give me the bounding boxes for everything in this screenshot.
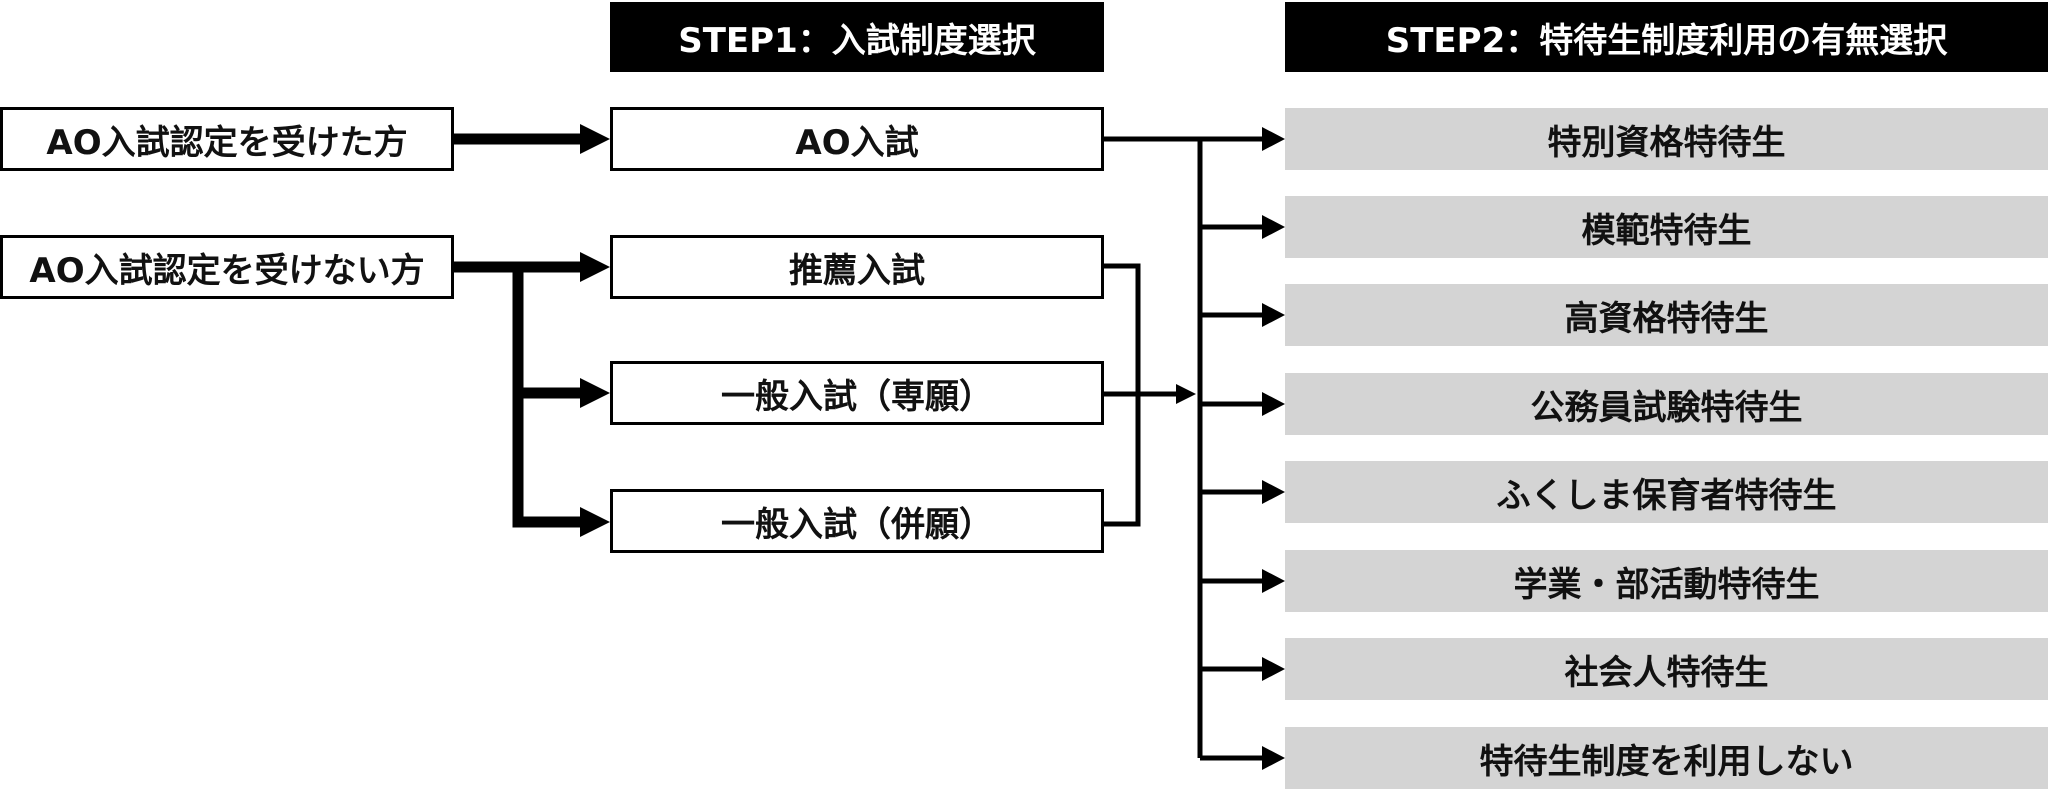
step1-header: STEP1：入試制度選択 — [610, 2, 1104, 72]
option-high-qualification: 高資格特待生 — [1285, 284, 2048, 346]
option-model-student: 模範特待生 — [1285, 196, 2048, 258]
arrowhead-ao — [580, 124, 610, 154]
arrowhead-bracket — [1176, 384, 1196, 404]
option-no-scholarship: 特待生制度を利用しない — [1285, 727, 2048, 789]
step2-header: STEP2：特待生制度利用の有無選択 — [1285, 2, 2048, 72]
arrowhead-recommendation — [580, 252, 610, 282]
option-fukushima-childcare: ふくしま保育者特待生 — [1285, 461, 2048, 523]
branch-non-certified — [512, 267, 580, 528]
trunk-line — [1104, 136, 1203, 758]
exam-general-exclusive: 一般入試（専願） — [610, 361, 1104, 425]
option-academic-club: 学業・部活動特待生 — [1285, 550, 2048, 612]
arrowhead-general-concurrent — [580, 507, 610, 537]
arrowhead-general-exclusive — [580, 378, 610, 408]
exam-general-concurrent: 一般入試（併願） — [610, 489, 1104, 553]
option-civil-service: 公務員試験特待生 — [1285, 373, 2048, 435]
option-special-qualification: 特別資格特待生 — [1285, 108, 2048, 170]
exam-recommendation: 推薦入試 — [610, 235, 1104, 299]
option-working-adult: 社会人特待生 — [1285, 638, 2048, 700]
applicant-ao-not-certified: AO入試認定を受けない方 — [0, 235, 454, 299]
applicant-ao-certified: AO入試認定を受けた方 — [0, 107, 454, 171]
exam-ao: AO入試 — [610, 107, 1104, 171]
